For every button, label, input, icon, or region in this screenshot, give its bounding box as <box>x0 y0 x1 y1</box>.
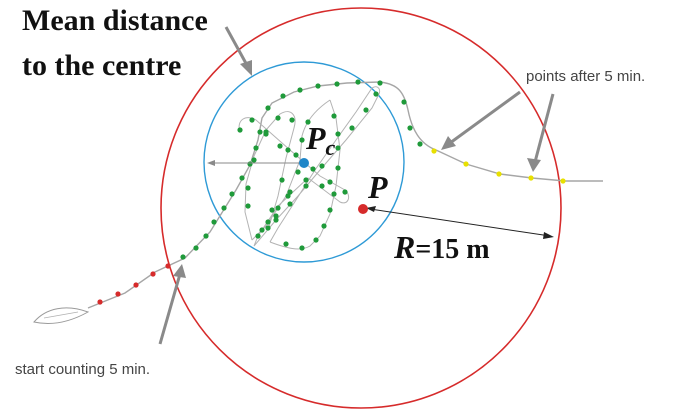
p-label: P <box>367 169 388 205</box>
pc-center-point <box>299 158 309 168</box>
red-points <box>97 263 171 305</box>
mean-distance-circle <box>203 61 405 263</box>
points-after-label: points after 5 min. <box>526 68 645 85</box>
pc-label-main: P <box>305 120 326 156</box>
title-line-2: to the centre <box>22 49 181 82</box>
boat-icon <box>33 307 90 325</box>
start-counting-label: start counting 5 min. <box>15 361 150 378</box>
title-line-1: Mean distance <box>22 4 208 37</box>
points-after-arrows <box>441 90 555 172</box>
mean-distance-radius-arrow <box>207 160 300 166</box>
r-label-value: =15 m <box>415 234 489 265</box>
trajectory-loops <box>238 86 381 250</box>
pc-label-sub: c <box>326 135 336 160</box>
start-arrow <box>158 264 186 345</box>
title-arrow <box>224 26 252 76</box>
p-center-point <box>358 204 368 214</box>
yellow-points <box>431 148 566 184</box>
r-label-var: R <box>393 229 415 265</box>
r-label: R=15 m <box>393 229 490 265</box>
green-points <box>180 79 423 260</box>
radius-r-arrow <box>366 206 554 239</box>
big-circle <box>160 7 562 409</box>
pc-label: Pc <box>305 120 336 160</box>
trajectory-path <box>87 81 603 309</box>
